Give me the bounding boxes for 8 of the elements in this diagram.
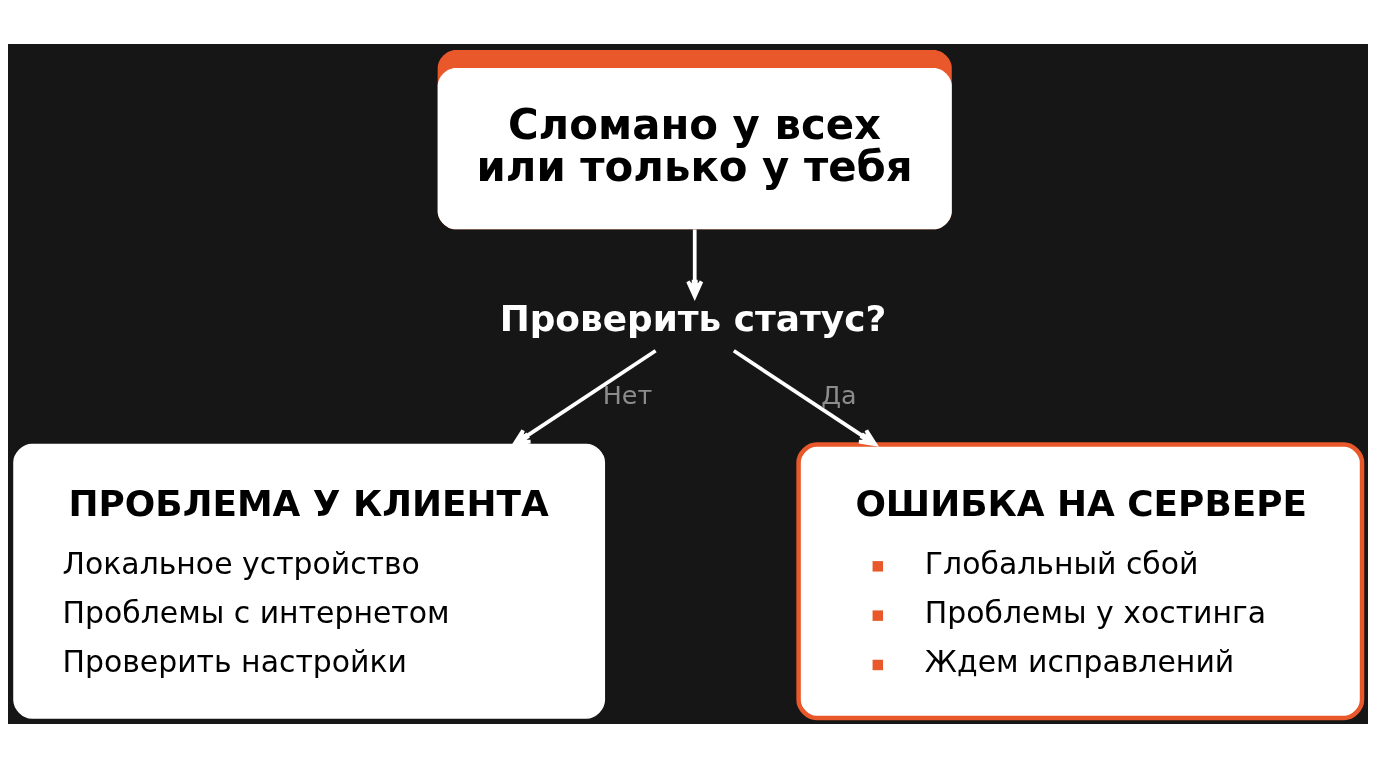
edge-label: Да <box>821 379 857 410</box>
arrow <box>512 349 657 447</box>
edge-label: Нет <box>602 379 653 410</box>
arrow <box>686 229 704 299</box>
node-box: ОШИБКА НА СЕРВЕРЕ Глобальный сбой Проблемы у хостинга Ждем исправлений <box>796 442 1365 721</box>
node-box: ПРОБЛЕМА У КЛИЕНТА Локальное устройство Проблемы с интернетом Проверить настройки <box>13 443 606 719</box>
node-text: Проверить статус? <box>499 298 887 340</box>
arrow <box>732 349 878 447</box>
